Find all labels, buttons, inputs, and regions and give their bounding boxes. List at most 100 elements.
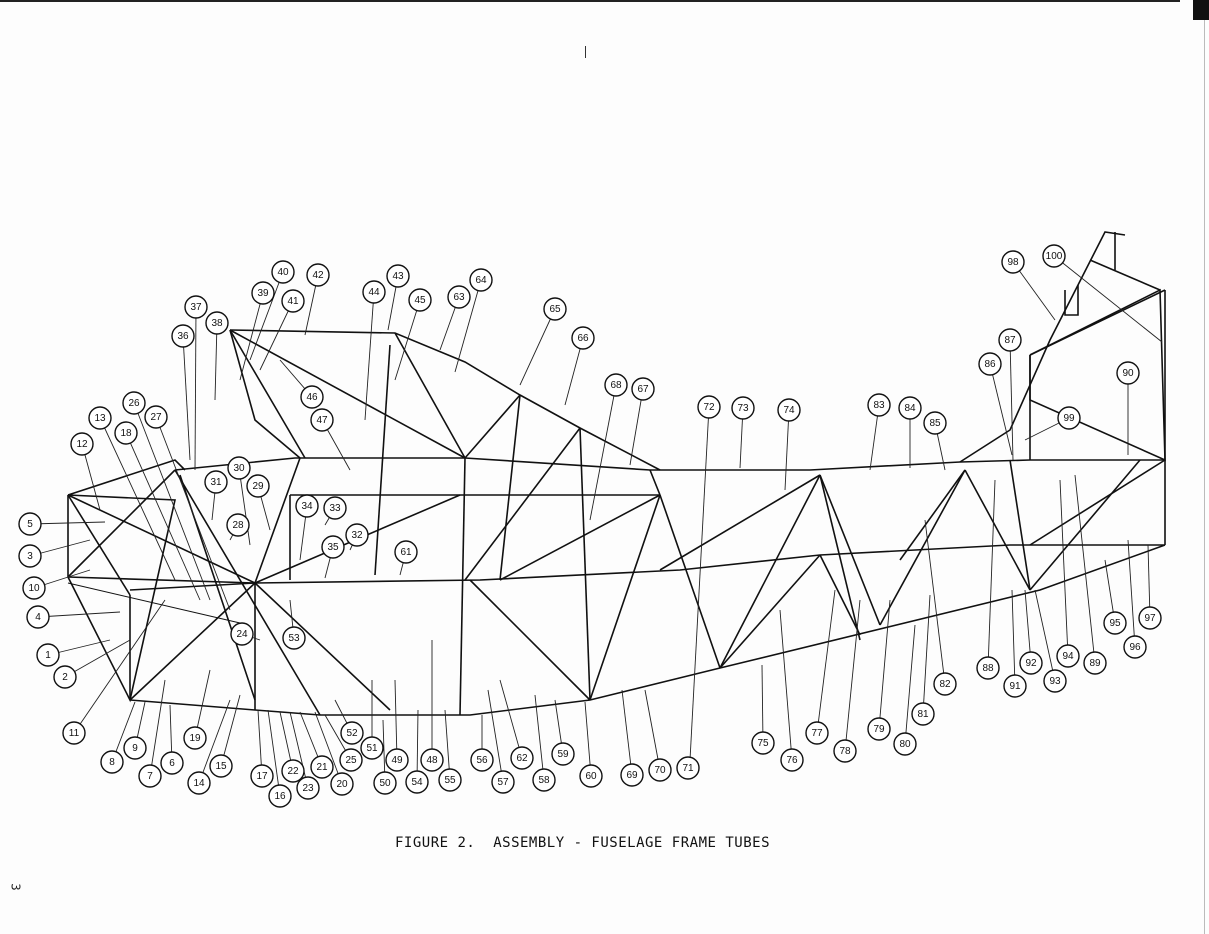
callout-number: 57 xyxy=(497,777,509,788)
callout-circle xyxy=(339,748,363,772)
callout-circle xyxy=(144,405,168,429)
callout-number: 5 xyxy=(27,519,33,530)
callout-number: 20 xyxy=(336,779,348,790)
callout-number: 10 xyxy=(28,583,40,594)
callout-number: 75 xyxy=(757,738,769,749)
callout-97: 97 xyxy=(1138,606,1162,630)
callout-number: 23 xyxy=(302,783,314,794)
callout-circle xyxy=(281,289,305,313)
callout-number: 19 xyxy=(189,733,201,744)
callout-circle xyxy=(171,324,195,348)
callout-circle xyxy=(676,756,700,780)
callout-circle xyxy=(731,396,755,420)
callout-2: 2 xyxy=(53,665,77,689)
callout-100: 100 xyxy=(1042,244,1066,268)
callout-circle xyxy=(271,260,295,284)
callout-70: 70 xyxy=(648,758,672,782)
callout-24: 24 xyxy=(230,622,254,646)
callout-30: 30 xyxy=(227,456,251,480)
page-top-border xyxy=(0,0,1180,2)
callout-circle xyxy=(230,622,254,646)
callout-number: 58 xyxy=(538,775,550,786)
callout-number: 91 xyxy=(1009,681,1021,692)
callout-circle xyxy=(867,717,891,741)
callout-circle xyxy=(205,311,229,335)
callout-12: 12 xyxy=(70,432,94,456)
callout-circle xyxy=(386,264,410,288)
callout-circle xyxy=(282,626,306,650)
callout-circle xyxy=(209,754,233,778)
callout-80: 80 xyxy=(893,732,917,756)
callout-circle xyxy=(138,764,162,788)
callout-number: 87 xyxy=(1004,335,1016,346)
callout-number: 62 xyxy=(516,753,528,764)
callout-circle xyxy=(1056,644,1080,668)
callout-91: 91 xyxy=(1003,674,1027,698)
callout-number: 73 xyxy=(737,403,749,414)
callout-number: 12 xyxy=(76,439,88,450)
callout-29: 29 xyxy=(246,474,270,498)
callout-number: 50 xyxy=(379,778,391,789)
callout-circle xyxy=(122,391,146,415)
callout-71: 71 xyxy=(676,756,700,780)
callout-number: 65 xyxy=(549,304,561,315)
callout-number: 93 xyxy=(1049,676,1061,687)
callout-17: 17 xyxy=(250,764,274,788)
callout-circle xyxy=(246,474,270,498)
callout-number: 28 xyxy=(232,520,244,531)
callout-number: 68 xyxy=(610,380,622,391)
callout-number: 66 xyxy=(577,333,589,344)
callout-36: 36 xyxy=(171,324,195,348)
callout-14: 14 xyxy=(187,771,211,795)
callout-57: 57 xyxy=(491,770,515,794)
callout-43: 43 xyxy=(386,264,410,288)
callout-88: 88 xyxy=(976,656,1000,680)
callout-77: 77 xyxy=(805,721,829,745)
callout-circle xyxy=(408,288,432,312)
callout-56: 56 xyxy=(470,748,494,772)
callout-circle xyxy=(833,739,857,763)
callout-circle xyxy=(933,672,957,696)
callout-67: 67 xyxy=(631,377,655,401)
callout-number: 98 xyxy=(1007,257,1019,268)
callout-circle xyxy=(1083,651,1107,675)
callout-number: 59 xyxy=(557,749,569,760)
callout-circle xyxy=(543,297,567,321)
callout-number: 6 xyxy=(169,758,175,769)
callout-22: 22 xyxy=(281,759,305,783)
callout-circle xyxy=(295,494,319,518)
callout-circle xyxy=(438,768,462,792)
callout-circle xyxy=(204,470,228,494)
callout-circle xyxy=(1019,651,1043,675)
callout-number: 63 xyxy=(453,292,465,303)
callout-circle xyxy=(780,748,804,772)
callout-number: 41 xyxy=(287,296,299,307)
callout-32: 32 xyxy=(345,523,369,547)
callout-18: 18 xyxy=(114,421,138,445)
callout-number: 15 xyxy=(215,761,227,772)
callout-number: 8 xyxy=(109,757,115,768)
callout-41: 41 xyxy=(281,289,305,313)
callout-31: 31 xyxy=(204,470,228,494)
callout-number: 7 xyxy=(147,771,153,782)
callout-number: 43 xyxy=(392,271,404,282)
callout-82: 82 xyxy=(933,672,957,696)
callout-number: 53 xyxy=(288,633,300,644)
callout-74: 74 xyxy=(777,398,801,422)
callout-number: 2 xyxy=(62,672,68,683)
callout-number: 14 xyxy=(193,778,205,789)
callout-76: 76 xyxy=(780,748,804,772)
callout-6: 6 xyxy=(160,751,184,775)
callout-52: 52 xyxy=(340,721,364,745)
callout-circle xyxy=(1043,669,1067,693)
callout-circle xyxy=(281,759,305,783)
callout-63: 63 xyxy=(447,285,471,309)
callout-number: 78 xyxy=(839,746,851,757)
callout-circle xyxy=(385,748,409,772)
callout-circle xyxy=(1138,606,1162,630)
callout-40: 40 xyxy=(271,260,295,284)
callout-84: 84 xyxy=(898,396,922,420)
callout-number: 49 xyxy=(391,755,403,766)
callout-64: 64 xyxy=(469,268,493,292)
